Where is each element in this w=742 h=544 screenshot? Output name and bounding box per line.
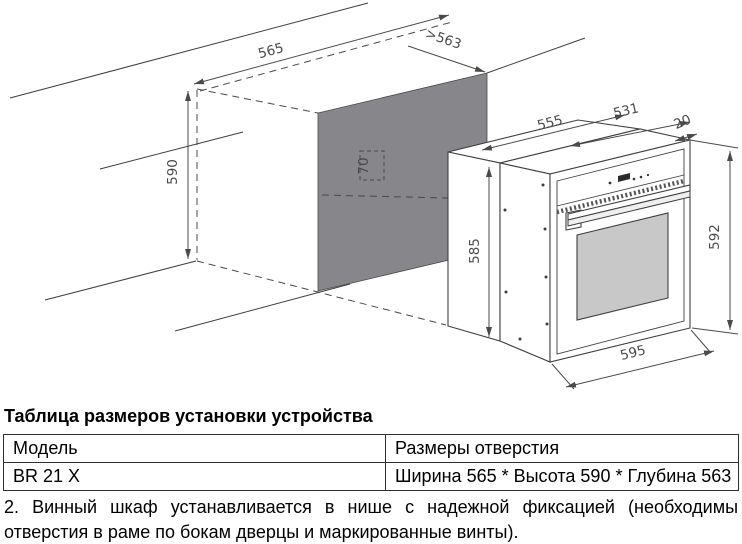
control-display: [618, 173, 630, 182]
dim-body-height-label: 585: [467, 238, 483, 264]
niche-drawing: [196, 21, 488, 326]
installation-diagram: 565 >563 590 70 555 531 20 585 592 595: [9, 2, 739, 390]
niche-cutout-70: [359, 150, 385, 181]
control-panel-divider: [556, 174, 685, 207]
oven-drawing: [447, 119, 691, 363]
dimensions-table: Модель Размеры отверстия BR 21 X Ширина …: [3, 434, 739, 491]
door-handle-front: [567, 190, 691, 227]
table-row: BR 21 X Ширина 565 * Высота 590 * Глубин…: [3, 462, 739, 491]
dim-niche-width-label: 565: [256, 40, 285, 62]
note-line-2: отверстия в раме по бокам дверцы и марки…: [4, 522, 519, 542]
table-header-row: Модель Размеры отверстия: [3, 434, 739, 463]
dim-frame-lip-label: 20: [672, 112, 694, 133]
dim-front-width-label: 595: [619, 342, 648, 364]
col-opening-size-header: Размеры отверстия: [385, 434, 739, 463]
door-window: [576, 212, 669, 321]
dimension-lines: [185, 14, 739, 390]
dim-niche-height-label: 590: [165, 159, 181, 185]
dim-front-height-label: 592: [707, 224, 723, 250]
oven-frame-side: [499, 162, 551, 363]
table-heading: Таблица размеров установки устройства: [4, 406, 373, 426]
opening-size-value: Ширина 565 * Высота 590 * Глубина 563: [385, 462, 739, 491]
note-line-1: 2. Винный шкаф устанавливается в нише с …: [4, 497, 738, 517]
dim-oven-top-width-label: 555: [536, 112, 565, 134]
control-buttons: [608, 173, 650, 185]
model-value: BR 21 X: [3, 462, 386, 491]
dim-oven-back-width-label: 531: [612, 100, 641, 121]
dim-cutout-label: 70: [356, 157, 372, 174]
installation-note: 2. Винный шкаф устанавливается в нише с …: [4, 495, 738, 544]
oven-frame-inner-edge: [556, 148, 685, 355]
col-model-header: Модель: [3, 434, 386, 463]
mounting-screw-holes: [503, 183, 549, 341]
dim-niche-depth-label: >563: [423, 26, 463, 53]
